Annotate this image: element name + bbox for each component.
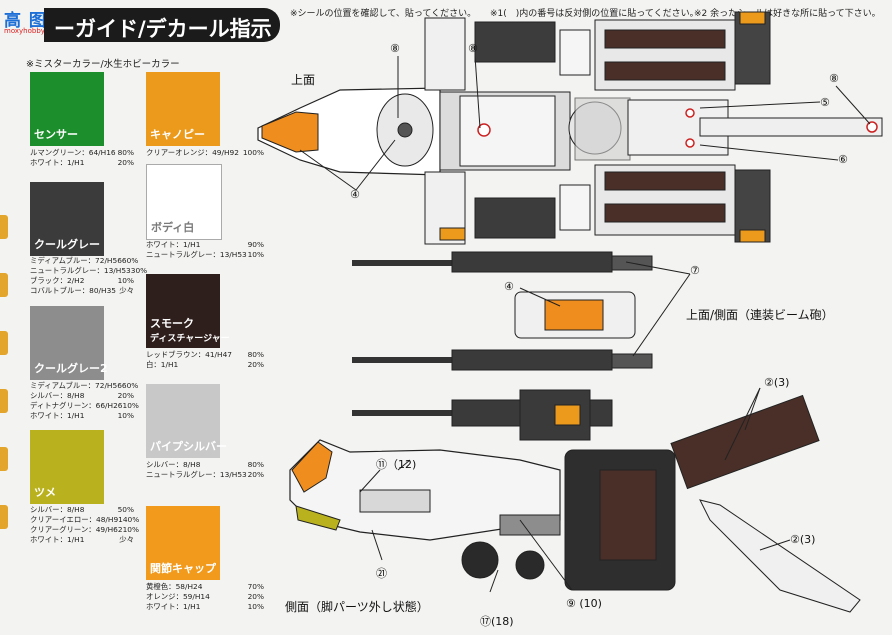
callout-decal-8-a: ⑧ (390, 42, 400, 55)
note-leftover-stickers: ※2 余ったシールは好きな所に貼って下さい。 (694, 9, 881, 19)
beam-cannon-drawing (352, 251, 691, 427)
page-edge-tabs (0, 215, 8, 563)
callout-decal-2-a: ②(3) (764, 376, 790, 389)
page-title: ーガイド/デカール指示 (54, 17, 272, 41)
swatch-cool-gray: クールグレー (30, 182, 104, 256)
swatch-label: 関節キャップ (150, 562, 216, 575)
site-logo: 高 图 moxyhobby.com (4, 6, 68, 36)
callout-decal-21: ㉑ (376, 567, 387, 580)
side-view-drawing (289, 387, 861, 613)
edge-tab (0, 447, 8, 471)
callout-decal-5: ⑤ (820, 96, 830, 109)
swatch-canopy: キャノピー (146, 72, 220, 146)
swatch-pipe-silver: パイプシルバー (146, 384, 227, 458)
title-bar: ーガイド/デカール指示 (44, 8, 280, 42)
callout-decal-8-c: ⑧ (829, 72, 839, 85)
callout-decal-17: ⑰(18) (480, 615, 514, 628)
callout-decal-8-b: ⑧ (468, 42, 478, 55)
top-view-drawing (257, 11, 883, 245)
label-top-view: 上面 (291, 73, 316, 87)
edge-tab (0, 215, 8, 239)
swatch-label: ボディ白 (151, 221, 195, 234)
edge-tab (0, 273, 8, 297)
swatch-label: クールグレー2 (34, 362, 108, 375)
swatch-sensor: センサー (30, 72, 104, 146)
callout-decal-7: ⑦ (690, 264, 700, 277)
callout-decal-11: ⑪（12) (376, 458, 417, 471)
logo-subtext: moxyhobby.com (4, 27, 62, 35)
note-check-position: ※シールの位置を確認して、貼ってください。 (290, 9, 477, 19)
callout-decal-4-a: ④ (350, 188, 360, 201)
swatch-smoke-discharger: スモークディスチャージャー (146, 274, 230, 348)
swatch-label: キャノピー (150, 128, 205, 141)
callout-decal-9: ⑨ (10) (566, 597, 602, 610)
swatch-cool-gray-2: クールグレー2 (30, 306, 108, 380)
callout-decal-6: ⑥ (838, 153, 848, 166)
callout-decal-2-b: ②(3) (790, 533, 816, 546)
edge-tab (0, 331, 8, 355)
callout-decal-4-b: ④ (504, 280, 514, 293)
swatch-label: スモークディスチャージャー (150, 317, 230, 344)
label-side-view: 側面（脚パーツ外し状態） (285, 600, 429, 614)
swatch-body-white: ボディ白 (146, 164, 222, 240)
note-opposite-side: ※1( )内の番号は反対側の位置に貼ってください。 (490, 9, 699, 19)
swatch-label: ツメ (34, 486, 56, 499)
swatch-claw: ツメ (30, 430, 104, 504)
swatch-label: パイプシルバー (150, 440, 227, 453)
swatch-label: クールグレー (34, 238, 100, 251)
label-top-side-beam: 上面/側面（連装ビーム砲） (686, 308, 834, 322)
edge-tab (0, 389, 8, 413)
swatch-label: センサー (34, 128, 78, 141)
swatch-joint-cap: 関節キャップ (146, 506, 220, 580)
paint-brand-note: ※ミスターカラー/水生ホビーカラー (26, 59, 180, 70)
edge-tab (0, 505, 8, 529)
logo-text: 高 图 (4, 11, 47, 31)
